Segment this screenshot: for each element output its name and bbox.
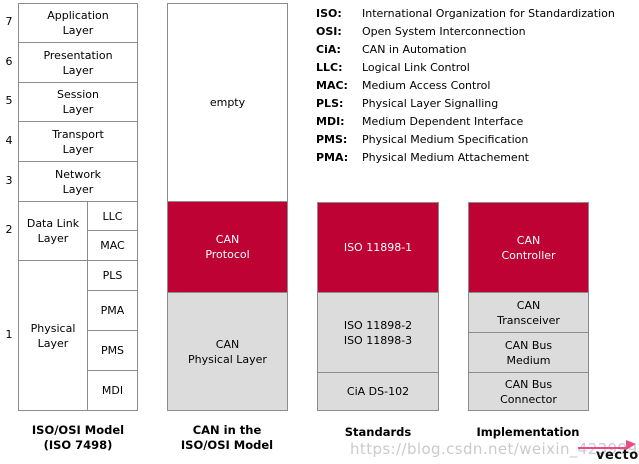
osi-sub-pms: PMS xyxy=(87,330,138,371)
legend-row-pms: PMS:Physical Medium Specification xyxy=(316,133,529,146)
layer-number-5: 5 xyxy=(5,94,13,107)
caption-implementation: Implementation xyxy=(476,425,580,439)
standard-iso-11898-1-box: ISO 11898-1 xyxy=(317,202,439,293)
layer-number-6: 6 xyxy=(5,55,13,68)
osi-sub-pma: PMA xyxy=(87,290,138,331)
osi-sub-mdi: MDI xyxy=(87,370,138,411)
osi-sub-mac: MAC xyxy=(87,230,138,261)
can-empty-box: empty xyxy=(167,3,288,202)
layer-number-4: 4 xyxy=(5,134,13,147)
legend-row-iso: ISO:International Organization for Stand… xyxy=(316,7,615,20)
legend-row-llc: LLC:Logical Link Control xyxy=(316,61,470,74)
legend-row-cia: CiA:CAN in Automation xyxy=(316,43,467,56)
legend-row-mdi: MDI:Medium Dependent Interface xyxy=(316,115,524,128)
caption-osi-model: ISO/OSI Model(ISO 7498) xyxy=(31,423,125,452)
layer-number-1: 1 xyxy=(5,328,13,341)
legend-row-pls: PLS:Physical Layer Signalling xyxy=(316,97,499,110)
standard-cia-ds102-box: CiA DS-102 xyxy=(317,372,439,411)
layer-number-2: 2 xyxy=(5,223,13,236)
caption-standards: Standards xyxy=(344,425,412,439)
vector-logo: vector xyxy=(576,439,639,463)
osi-sub-llc: LLC xyxy=(87,201,138,231)
legend-row-mac: MAC:Medium Access Control xyxy=(316,79,491,92)
osi-sub-pls: PLS xyxy=(87,260,138,291)
vector-logo-text: vector xyxy=(596,448,639,463)
legend: ISO:International Organization for Stand… xyxy=(316,0,639,170)
layer-number-7: 7 xyxy=(5,15,13,28)
legend-row-pma: PMA:Physical Medium Attachement xyxy=(316,151,529,164)
watermark-url: https://blog.csdn.net/weixin_42399934 xyxy=(350,440,639,458)
layer-number-3: 3 xyxy=(5,174,13,187)
legend-row-osi: OSI:Open System Interconnection xyxy=(316,25,526,38)
vector-logo-arrow-icon xyxy=(578,440,636,450)
